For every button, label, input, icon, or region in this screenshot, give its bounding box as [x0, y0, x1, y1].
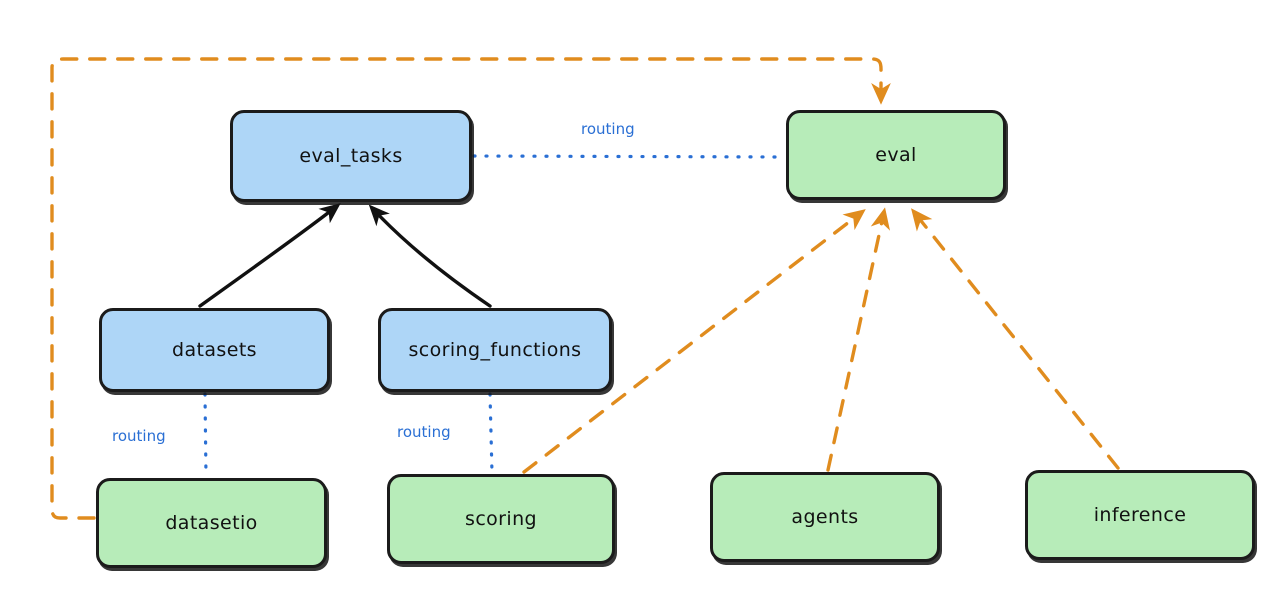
node-label-eval-tasks: eval_tasks: [299, 145, 403, 167]
node-label-datasetio: datasetio: [165, 512, 258, 534]
node-label-eval: eval: [875, 144, 917, 166]
node-inference[interactable]: inference: [1025, 470, 1255, 560]
node-label-inference: inference: [1093, 504, 1187, 526]
edge-scoring-functions-to-eval-tasks: [368, 204, 492, 308]
edge-datasets-to-datasetio: [203, 392, 208, 479]
edge-inference-to-eval: [911, 208, 1120, 470]
edge-label-routing-eval-tasks: routing: [581, 120, 635, 138]
edge-label-routing-scoring-functions: routing: [397, 423, 451, 441]
node-agents[interactable]: agents: [710, 472, 940, 562]
node-eval-tasks[interactable]: eval_tasks: [230, 110, 472, 202]
node-datasets[interactable]: datasets: [99, 308, 330, 392]
node-label-scoring-functions: scoring_functions: [408, 339, 582, 361]
node-datasetio[interactable]: datasetio: [96, 478, 327, 568]
node-label-datasets: datasets: [172, 339, 257, 361]
node-scoring-functions[interactable]: scoring_functions: [378, 308, 612, 392]
node-eval[interactable]: eval: [786, 110, 1006, 200]
edge-label-routing-datasets: routing: [112, 427, 166, 445]
node-scoring[interactable]: scoring: [387, 474, 615, 564]
node-label-agents: agents: [791, 506, 859, 528]
node-label-scoring: scoring: [465, 508, 537, 530]
edge-scoring-functions-to-scoring: [488, 392, 494, 475]
edge-eval-tasks-to-eval: [472, 154, 786, 159]
edge-agents-to-eval: [826, 207, 891, 472]
edge-datasets-to-eval-tasks: [198, 203, 341, 308]
